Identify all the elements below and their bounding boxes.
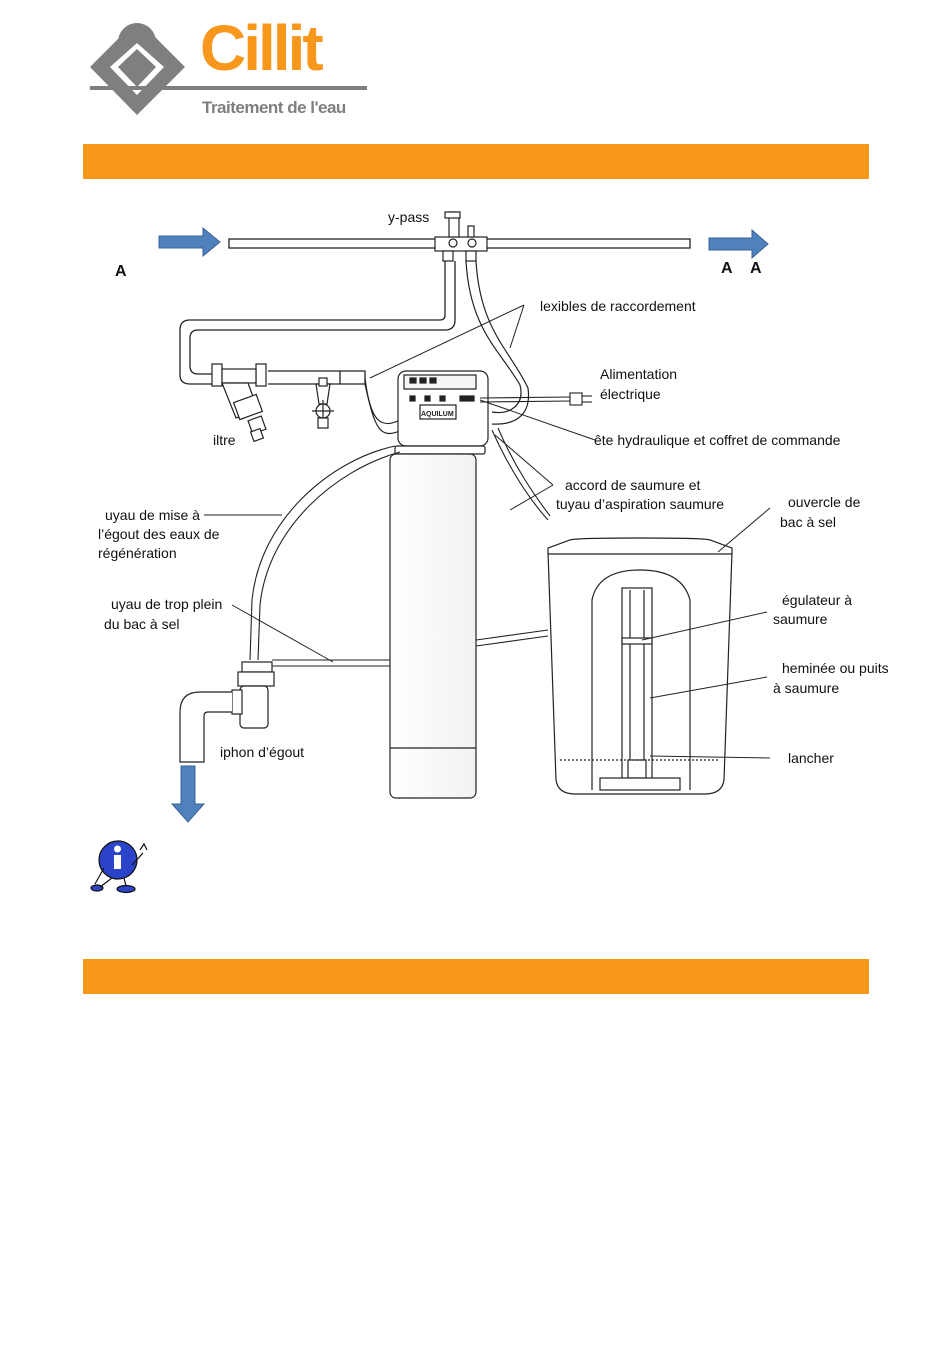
label-brine-1: accord de saumure et bbox=[565, 477, 701, 493]
label-brine-2: tuyau d’aspiration saumure bbox=[556, 496, 725, 512]
label-siphon: iphon d’égout bbox=[220, 744, 305, 760]
resin-column bbox=[389, 445, 486, 799]
logo: Cillit Traitement de l'eau bbox=[90, 12, 380, 120]
label-regulator-2: saumure bbox=[773, 611, 828, 627]
section-bar-top bbox=[83, 144, 869, 179]
label-control-head: ête hydraulique et coffret de commande bbox=[594, 432, 841, 448]
label-a-right-2: A bbox=[750, 260, 762, 277]
label-drain-hose-3: régénération bbox=[98, 545, 177, 561]
label-flexible-hoses: lexibles de raccordement bbox=[540, 298, 696, 314]
label-cover-2: bac à sel bbox=[780, 514, 837, 530]
salt-tank bbox=[547, 537, 733, 795]
logo-mark-icon bbox=[90, 23, 367, 115]
label-chimney-2: à saumure bbox=[773, 680, 840, 696]
brand-name: Cillit bbox=[200, 12, 324, 84]
label-a-left: A bbox=[115, 263, 127, 280]
label-power-2: électrique bbox=[600, 386, 661, 402]
label-a-right-1: A bbox=[721, 260, 733, 277]
control-head bbox=[397, 370, 489, 447]
flow-out-arrow-icon bbox=[708, 228, 769, 260]
label-cover-1: ouvercle de bbox=[788, 494, 861, 510]
label-drain-hose-1: uyau de mise à bbox=[105, 507, 200, 523]
device-brand-label: AQUILUM bbox=[421, 411, 454, 418]
power-plug-icon bbox=[569, 392, 592, 406]
label-overflow-2: du bac à sel bbox=[104, 616, 180, 632]
installation-diagram: AQUILUM bbox=[90, 211, 771, 894]
label-regulator-1: égulateur à bbox=[782, 592, 853, 608]
brand-tagline: Traitement de l'eau bbox=[202, 98, 346, 117]
drain-arrow-icon bbox=[170, 765, 206, 823]
bypass-valve-icon bbox=[434, 211, 488, 262]
label-filter: iltre bbox=[213, 432, 236, 448]
drain-siphon-icon bbox=[179, 661, 275, 763]
info-mascot-icon bbox=[90, 840, 148, 894]
section-bar-bottom bbox=[83, 959, 869, 994]
label-bypass: y-pass bbox=[388, 209, 430, 225]
label-power-1: Alimentation bbox=[600, 366, 678, 382]
label-overflow-1: uyau de trop plein bbox=[111, 596, 223, 612]
shutoff-valve-icon bbox=[312, 377, 334, 429]
label-floor: lancher bbox=[788, 750, 834, 766]
flow-in-arrow-icon bbox=[158, 226, 221, 258]
label-chimney-1: heminée ou puits bbox=[782, 660, 889, 676]
label-drain-hose-2: l’égout des eaux de bbox=[98, 526, 220, 542]
filter-icon bbox=[211, 363, 267, 443]
